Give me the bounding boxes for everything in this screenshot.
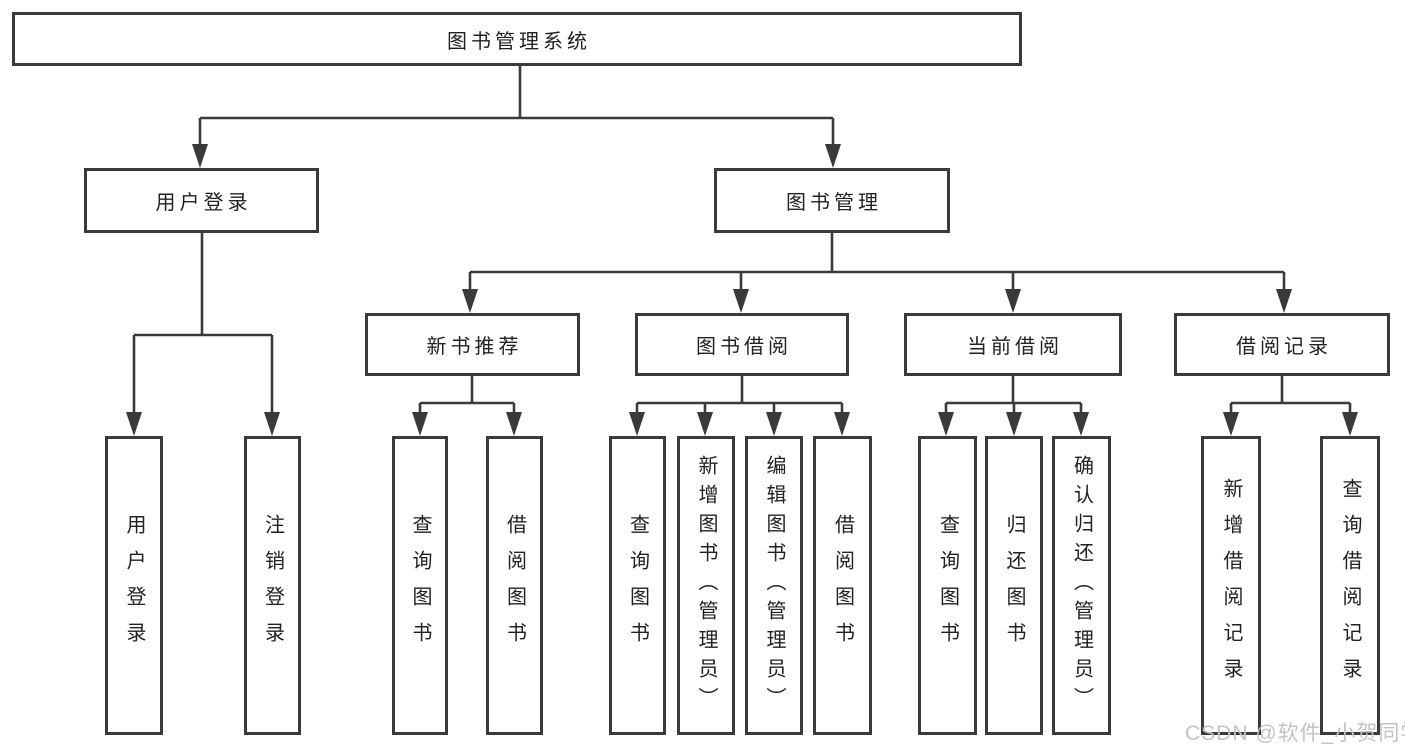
connector-borrow-records-children [1229, 376, 1352, 414]
leaf-rec-query-book: 查询图书 [392, 436, 448, 735]
node-new-book-rec-label: 新书推荐 [426, 336, 523, 358]
leaf-bb-add-book: 新增图书（管理员） [677, 436, 735, 735]
leaf-user-login: 用户登录 [105, 436, 163, 735]
connector-current-borrow-children [944, 376, 1083, 414]
arrowheads-book-borrow-children [629, 412, 850, 436]
leaf-rec-query-book-label: 查询图书 [409, 513, 431, 658]
leaf-br-query-record-label: 查询借阅记录 [1339, 477, 1361, 694]
leaf-bb-edit-book-label: 编辑图书（管理员） [763, 455, 785, 716]
leaf-bb-query-book: 查询图书 [609, 436, 666, 735]
connector-new-book-rec-children [418, 376, 516, 414]
node-root-label: 图书管理系统 [447, 30, 591, 53]
arrowheads-current-borrow-children [938, 412, 1089, 436]
leaf-br-add-record: 新增借阅记录 [1201, 436, 1261, 735]
arrowheads-book-mgmt-children [462, 289, 1292, 313]
leaf-br-query-record: 查询借阅记录 [1320, 436, 1380, 735]
node-borrow-records-label: 借阅记录 [1236, 336, 1332, 358]
arrowheads-user-login-children [126, 412, 280, 436]
node-root: 图书管理系统 [12, 12, 1022, 66]
node-borrow-records: 借阅记录 [1174, 313, 1390, 376]
leaf-bb-query-book-label: 查询图书 [626, 513, 649, 658]
leaf-bb-borrow-book: 借阅图书 [813, 436, 872, 735]
arrowheads-level2 [192, 144, 841, 168]
node-book-mgmt: 图书管理 [714, 168, 950, 233]
connector-book-borrow-children [635, 376, 844, 414]
leaf-cb-query-book-label: 查询图书 [936, 513, 959, 658]
node-user-login-label: 用户登录 [155, 192, 252, 214]
leaf-bb-edit-book: 编辑图书（管理员） [745, 436, 803, 735]
leaf-cb-confirm-return-label: 确认归还（管理员） [1070, 455, 1093, 716]
leaf-rec-borrow-book: 借阅图书 [486, 436, 543, 735]
leaf-user-login-label: 用户登录 [123, 513, 145, 658]
node-book-borrow: 图书借阅 [635, 313, 849, 376]
leaf-cb-return-book-label: 归还图书 [1003, 513, 1025, 658]
leaf-rec-borrow-book-label: 借阅图书 [503, 513, 526, 658]
connector-user-login-children [132, 233, 274, 414]
leaf-cb-confirm-return: 确认归还（管理员） [1052, 436, 1111, 735]
leaf-logout: 注销登录 [244, 436, 301, 735]
leaf-bb-add-book-label: 新增图书（管理员） [695, 455, 717, 716]
csdn-watermark: CSDN @软件_小贺同学 [1185, 722, 1405, 745]
connector-root-to-level2 [198, 66, 835, 146]
arrowheads-borrow-records-children [1223, 412, 1358, 436]
leaf-cb-query-book: 查询图书 [918, 436, 977, 735]
arrowheads-new-book-rec-children [412, 412, 522, 436]
node-current-borrow-label: 当前借阅 [967, 336, 1063, 358]
leaf-bb-borrow-book-label: 借阅图书 [831, 513, 854, 658]
node-book-mgmt-label: 图书管理 [786, 192, 882, 214]
node-book-borrow-label: 图书借阅 [696, 336, 792, 358]
leaf-logout-label: 注销登录 [261, 513, 284, 658]
node-user-login: 用户登录 [84, 168, 319, 233]
node-current-borrow: 当前借阅 [904, 313, 1122, 376]
leaf-cb-return-book: 归还图书 [985, 436, 1043, 735]
leaf-br-add-record-label: 新增借阅记录 [1220, 477, 1242, 694]
connector-book-mgmt-children [468, 233, 1286, 291]
node-new-book-rec: 新书推荐 [365, 313, 580, 376]
